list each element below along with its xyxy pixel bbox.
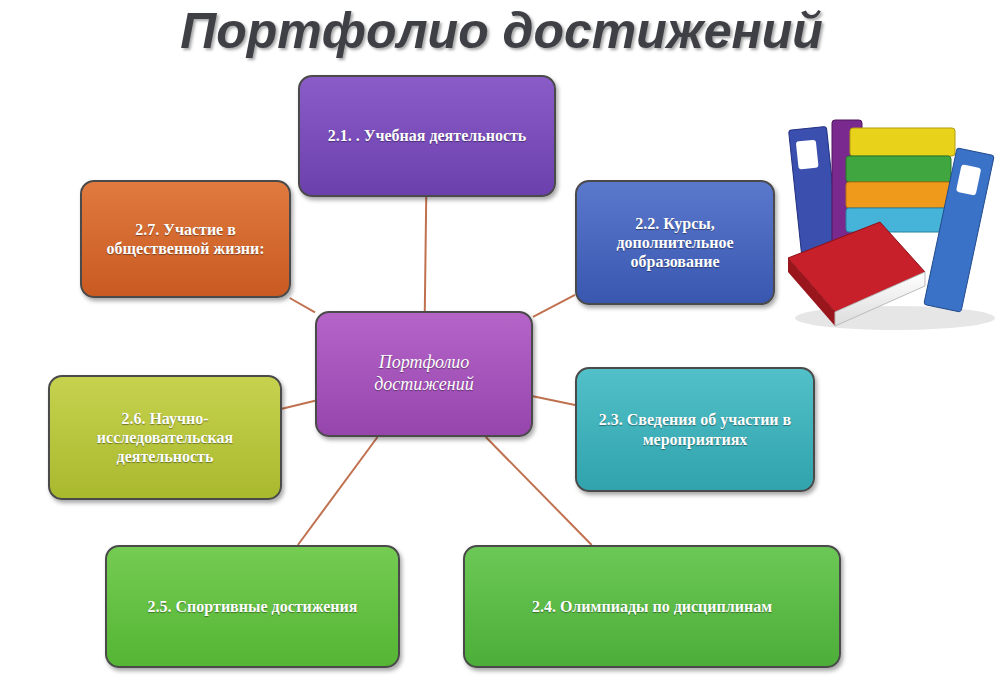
connector-line [533,295,575,317]
box-label: 2.7. Участие в общественной жизни: [94,220,277,258]
diagram-title: Портфолио достижений [0,2,1003,60]
category-box: 2.4. Олимпиады по дисциплинам [463,545,841,668]
category-box: 2.1. . Учебная деятельность [298,75,556,197]
category-box: 2.6. Научно-исследовательская деятельнос… [48,375,282,500]
connector-line [290,298,315,312]
connector-line [533,396,575,405]
box-label: 2.6. Научно-исследовательская деятельнос… [62,409,268,467]
binders [788,120,995,330]
box-label: 2.3. Сведения об участии в мероприятиях [589,410,801,448]
central-box: Портфолио достижений [315,311,533,437]
box-label: 2.1. . Учебная деятельность [328,126,527,145]
box-label: Портфолио достижений [329,352,519,395]
box-label: 2.5. Спортивные достижения [148,597,358,616]
box-label: 2.4. Олимпиады по дисциплинам [532,597,772,616]
connector-line [298,437,378,545]
connector-line [425,197,426,311]
category-box: 2.7. Участие в общественной жизни: [80,180,291,298]
category-box: 2.5. Спортивные достижения [105,545,400,668]
category-box: 2.2. Курсы, дополнительное образование [575,180,775,305]
category-box: 2.3. Сведения об участии в мероприятиях [575,367,815,492]
box-label: 2.2. Курсы, дополнительное образование [589,214,761,272]
connector-line [282,401,315,409]
